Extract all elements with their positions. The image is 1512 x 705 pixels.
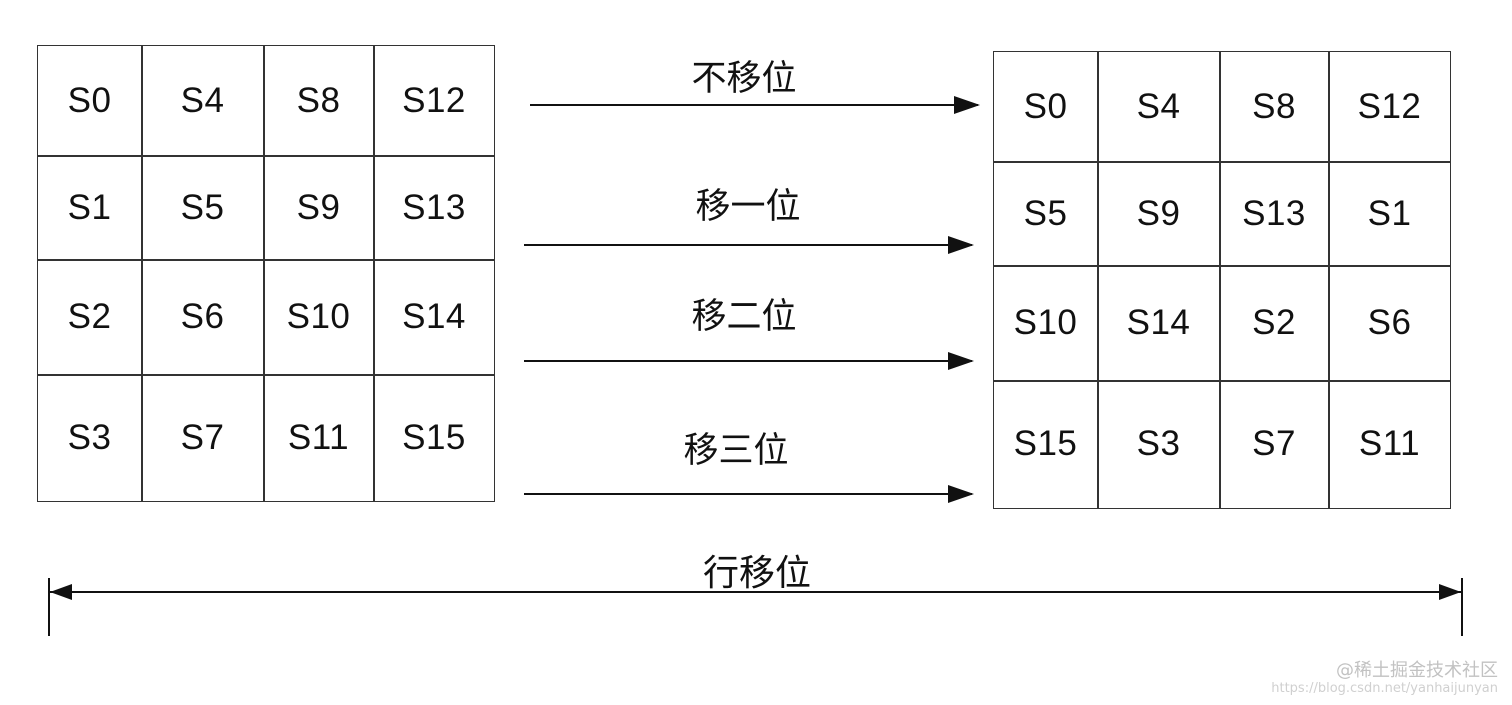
right-cell: S3 (1136, 424, 1181, 463)
left-state-matrix: S0 S4 S8 S12 S1 S5 S9 S13 S2 S6 S10 S14 … (37, 45, 495, 502)
grid-line (263, 46, 265, 501)
right-cell: S4 (1136, 86, 1181, 126)
watermark-brand: @稀土掘金技术社区 (1336, 660, 1498, 682)
grid-line (994, 265, 1450, 267)
left-cell: S9 (296, 187, 341, 227)
grid-line (38, 155, 494, 157)
grid-line (994, 380, 1450, 382)
left-cell: S15 (402, 417, 466, 457)
grid-line (1097, 52, 1099, 508)
grid-line (373, 46, 375, 501)
right-cell: S10 (1013, 303, 1078, 342)
right-cell: S9 (1136, 193, 1181, 233)
left-cell: S3 (67, 417, 112, 457)
grid-line (38, 259, 494, 261)
right-cell: S15 (1013, 424, 1078, 463)
left-cell: S7 (180, 417, 225, 457)
left-cell: S11 (287, 417, 350, 457)
right-cell: S13 (1242, 193, 1306, 233)
left-cell: S8 (296, 80, 341, 120)
left-cell: S2 (67, 297, 112, 336)
watermark: @稀土掘金技术社区 https://blog.csdn.net/yanhaiju… (1271, 661, 1498, 697)
right-cell: S11 (1358, 424, 1421, 463)
right-cell: S7 (1252, 424, 1296, 463)
left-cell: S13 (402, 187, 466, 227)
left-cell: S0 (67, 80, 112, 120)
grid-line (1328, 52, 1330, 508)
grid-line (141, 46, 143, 501)
left-cell: S4 (180, 80, 225, 120)
left-cell: S12 (402, 80, 466, 120)
left-cell: S1 (67, 187, 112, 227)
grid-line (1219, 52, 1221, 508)
row-label-shift-three: 移三位 (683, 431, 789, 471)
right-cell: S5 (1023, 193, 1068, 233)
right-cell: S12 (1357, 86, 1422, 126)
row-label-no-shift: 不移位 (691, 59, 797, 99)
right-cell: S6 (1367, 303, 1412, 342)
row-label-shift-one: 移一位 (695, 187, 801, 227)
right-state-matrix: S0 S4 S8 S12 S5 S9 S13 S1 S10 S14 S2 S6 … (993, 51, 1451, 509)
left-cell: S14 (402, 297, 466, 336)
grid-line (38, 374, 494, 376)
right-cell: S1 (1367, 193, 1412, 233)
right-cell: S0 (1023, 86, 1068, 126)
grid-line (994, 161, 1450, 163)
left-cell: S5 (180, 187, 225, 227)
right-cell: S2 (1252, 303, 1296, 342)
watermark-url: https://blog.csdn.net/yanhaijunyan (1271, 681, 1498, 697)
left-cell: S10 (286, 297, 351, 336)
right-cell: S8 (1252, 86, 1296, 126)
row-label-shift-two: 移二位 (691, 297, 797, 337)
right-cell: S14 (1126, 303, 1191, 342)
left-cell: S6 (180, 297, 225, 336)
